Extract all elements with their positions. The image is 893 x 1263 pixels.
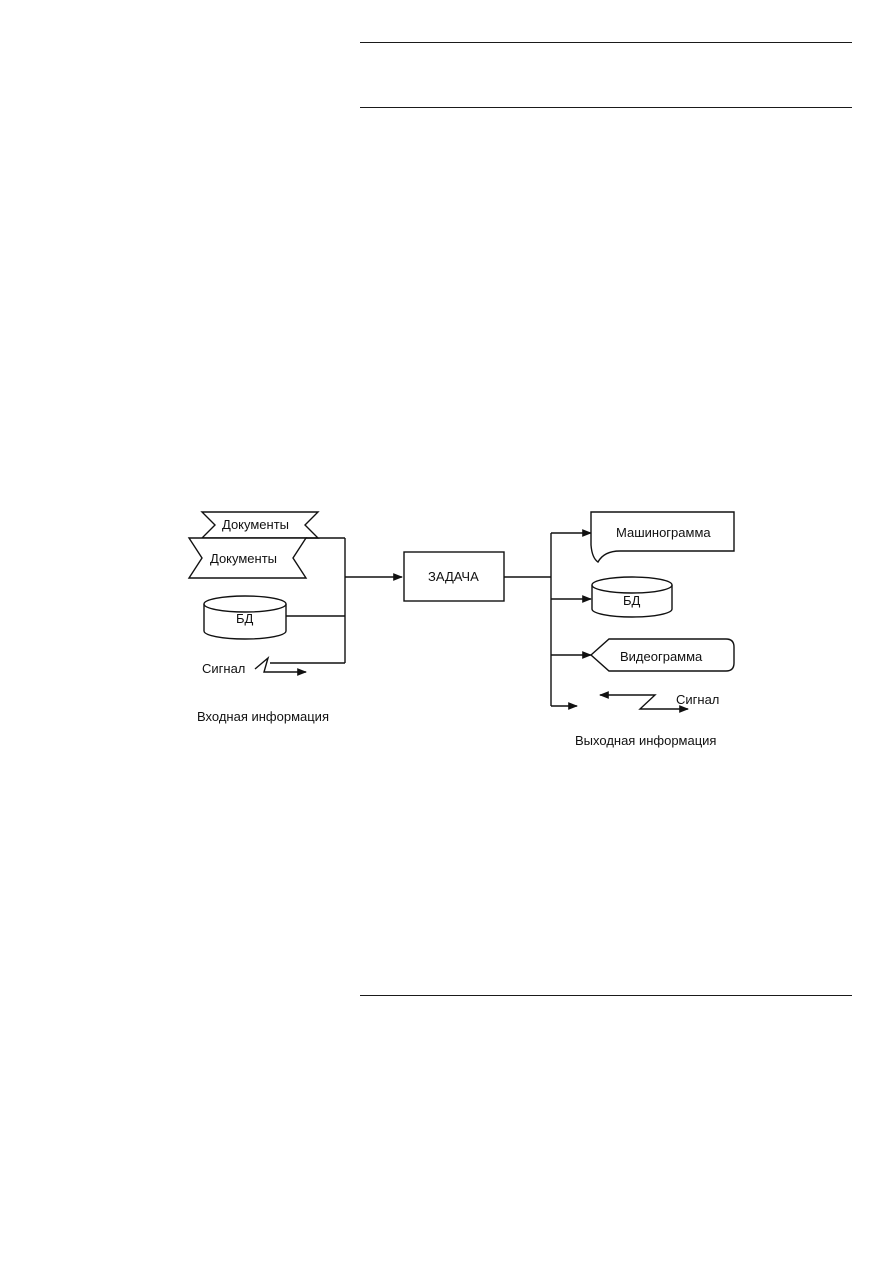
input-document-top-label: Документы [222,517,289,532]
task-label: ЗАДАЧА [428,569,479,584]
output-printout: Машинограмма [590,511,735,564]
task-box: ЗАДАЧА [403,551,505,602]
input-database: БД [203,595,287,640]
input-document-top: Документы [200,511,320,539]
input-connectors [270,537,403,664]
input-signal: Сигнал [202,655,307,676]
input-document-bottom: Документы [187,537,308,579]
top-rule-2 [360,107,852,108]
output-connectors [504,529,592,710]
top-rule-1 [360,42,852,43]
output-database-label: БД [623,593,641,608]
input-caption: Входная информация [197,709,329,724]
output-screen-label: Видеограмма [620,649,703,664]
output-signal: Сигнал [599,691,719,713]
output-printout-label: Машинограмма [616,525,711,540]
input-signal-label: Сигнал [202,661,245,676]
bottom-rule [360,995,852,996]
output-database: БД [591,576,673,618]
output-caption: Выходная информация [575,733,716,748]
output-signal-label: Сигнал [676,692,719,707]
input-database-label: БД [236,611,254,626]
input-document-bottom-label: Документы [210,551,277,566]
output-screen: Видеограмма [589,638,735,672]
